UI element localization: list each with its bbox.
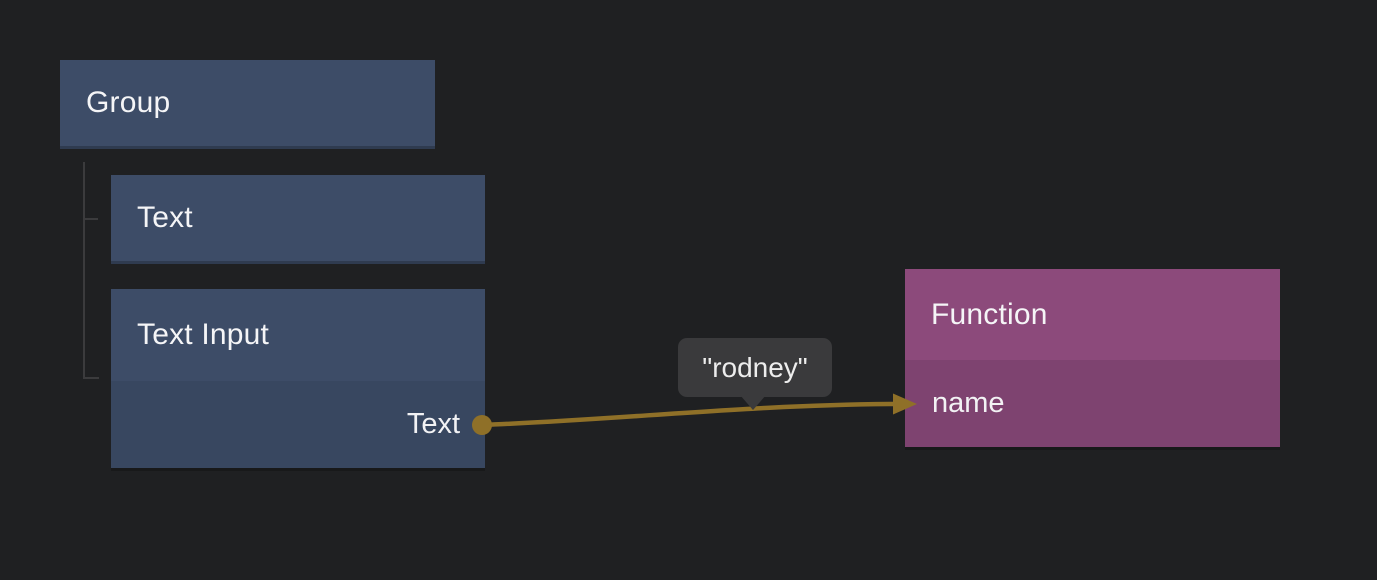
connection-wire[interactable] — [481, 401, 896, 428]
node-group[interactable]: Group — [60, 60, 435, 149]
input-port-name[interactable]: name — [905, 360, 1280, 447]
node-text-title: Text — [111, 175, 485, 261]
node-text-input[interactable]: Text Input Text — [111, 289, 485, 471]
tooltip-pointer-icon — [740, 395, 766, 410]
node-text-input-title: Text Input — [111, 289, 485, 381]
node-text-input-body: Text — [111, 381, 485, 468]
node-group-title: Group — [60, 60, 435, 146]
node-text[interactable]: Text — [111, 175, 485, 264]
wire-value-tooltip: "rodney" — [678, 338, 832, 397]
node-function-title: Function — [905, 269, 1280, 360]
input-port-name-label: name — [932, 387, 1005, 419]
node-function-body: name — [905, 360, 1280, 447]
tree-elbow-line — [83, 162, 99, 379]
node-function[interactable]: Function name — [905, 269, 1280, 450]
output-port-text-label: Text — [406, 408, 460, 440]
output-port-text[interactable]: Text — [111, 381, 485, 468]
